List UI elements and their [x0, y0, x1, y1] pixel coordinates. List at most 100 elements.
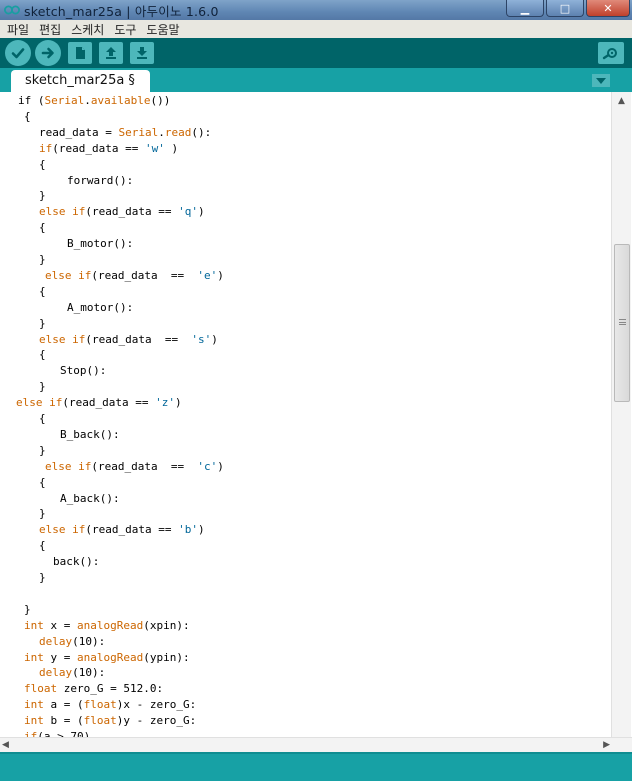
vertical-scrollbar[interactable]: ▲: [611, 92, 631, 737]
tab-menu-button[interactable]: [592, 74, 610, 87]
code-line: else if(read_data == 'e'): [45, 268, 224, 284]
vertical-scroll-thumb[interactable]: [614, 244, 630, 402]
code-line: else if(read_data == 's'): [39, 332, 218, 348]
new-file-icon: [76, 47, 85, 59]
code-token: analogRead: [77, 618, 144, 632]
minimize-icon: ▁: [520, 1, 530, 15]
code-line: {: [39, 475, 46, 491]
code-line: else if(read_data == 'z'): [16, 395, 182, 411]
tab-sketch[interactable]: sketch_mar25a §: [11, 70, 150, 92]
code-token: else if: [39, 332, 86, 346]
horizontal-scrollbar[interactable]: ◀ ▶: [0, 737, 632, 752]
code-token: y =: [43, 650, 77, 664]
menu-help[interactable]: 도움말: [146, 22, 180, 37]
code-token: else if: [39, 523, 86, 537]
code-token: 'w': [144, 141, 165, 155]
code-token: {: [39, 348, 46, 362]
magnifier-icon: [602, 48, 617, 60]
code-line: else if(read_data == 'c'): [45, 459, 224, 475]
serial-monitor-button[interactable]: [598, 42, 624, 64]
save-button[interactable]: [130, 42, 154, 64]
code-token: 's': [191, 332, 212, 346]
code-area[interactable]: if (Serial.available()){read_data = Seri…: [0, 92, 608, 737]
code-token: int: [24, 650, 44, 664]
code-token: if: [39, 141, 53, 155]
maximize-button[interactable]: □: [546, 0, 584, 17]
code-token: }: [39, 507, 46, 521]
code-token: B_motor():: [67, 237, 134, 251]
code-line: int y = analogRead(ypin):: [24, 650, 190, 666]
code-line: {: [39, 284, 46, 300]
code-token: (read_data ==: [85, 205, 179, 219]
menu-sketch[interactable]: 스케치: [71, 22, 105, 37]
menu-tools[interactable]: 도구: [114, 22, 137, 37]
upload-button[interactable]: [35, 40, 61, 66]
code-token: x =: [43, 618, 77, 632]
code-token: zero_G = 512.0:: [57, 682, 164, 696]
code-token: }: [39, 571, 46, 584]
code-token: forward():: [67, 173, 134, 187]
code-line: else if(read_data == 'q'): [39, 204, 205, 220]
code-token: int: [24, 698, 44, 712]
code-line: if(read_data == 'w' ): [39, 141, 178, 157]
code-token: }: [39, 380, 46, 394]
minimize-button[interactable]: ▁: [506, 0, 544, 17]
scroll-up-arrow-icon[interactable]: ▲: [618, 95, 625, 106]
code-token: ():: [191, 125, 212, 139]
code-token: float: [83, 714, 117, 728]
code-token: {: [39, 157, 46, 171]
code-token: 'z': [155, 396, 175, 410]
code-token: }: [24, 602, 31, 616]
menu-edit[interactable]: 편집: [39, 22, 62, 37]
code-line: {: [39, 157, 46, 173]
code-token: Serial: [44, 94, 85, 107]
code-token: {: [39, 539, 46, 553]
code-token: (read_data ==: [52, 141, 145, 155]
open-button[interactable]: [99, 42, 123, 64]
code-line: forward():: [67, 173, 133, 189]
code-token: else if: [16, 396, 63, 410]
verify-button[interactable]: [5, 40, 31, 66]
code-token: back():: [53, 555, 100, 569]
open-icon: [106, 47, 116, 59]
close-icon: ✕: [603, 1, 613, 15]
code-line: }: [39, 443, 46, 459]
code-token: available: [90, 94, 151, 107]
code-line: }: [39, 252, 46, 268]
menu-bar: 파일 편집 스케치 도구 도움말: [0, 20, 632, 38]
triangle-down-icon: [596, 77, 606, 84]
code-token: 'b': [178, 523, 198, 537]
code-line: delay(10):: [39, 665, 105, 681]
code-line: {: [39, 538, 46, 554]
code-line: float zero_G = 512.0:: [24, 681, 163, 697]
code-token: )y - zero_G:: [116, 714, 197, 728]
code-token: {: [24, 109, 31, 123]
code-token: read_data =: [39, 125, 119, 139]
scroll-right-arrow-icon[interactable]: ▶: [603, 740, 610, 750]
code-token: Stop():: [60, 364, 107, 378]
toolbar: [0, 38, 632, 68]
arduino-logo-icon: [4, 4, 20, 16]
code-token: (read_data ==: [91, 459, 198, 473]
code-token: int: [24, 618, 44, 632]
title-bar: sketch_mar25a | 아두이노 1.6.0 ▁ □ ✕: [0, 0, 632, 20]
code-line: A_back():: [60, 491, 120, 507]
code-token: (10):: [72, 666, 106, 680]
code-line: {: [39, 347, 46, 363]
menu-file[interactable]: 파일: [7, 22, 30, 37]
code-line: if (Serial.available()): [18, 93, 170, 109]
code-token: .: [84, 94, 91, 107]
code-token: 'q': [178, 205, 198, 219]
code-token: B_back():: [60, 427, 120, 441]
code-token: ()): [150, 94, 171, 107]
new-button[interactable]: [68, 42, 92, 64]
close-button[interactable]: ✕: [586, 0, 630, 17]
code-editor[interactable]: if (Serial.available()){read_data = Seri…: [0, 92, 632, 737]
scroll-left-arrow-icon[interactable]: ◀: [2, 740, 9, 750]
code-token: 'e': [197, 268, 218, 282]
code-line: if(a > 70): [24, 729, 90, 737]
code-line: int a = (float)x - zero_G:: [24, 697, 196, 713]
code-line: else if(read_data == 'b'): [39, 522, 205, 538]
code-token: {: [39, 284, 46, 298]
grip-icon: [619, 319, 626, 325]
